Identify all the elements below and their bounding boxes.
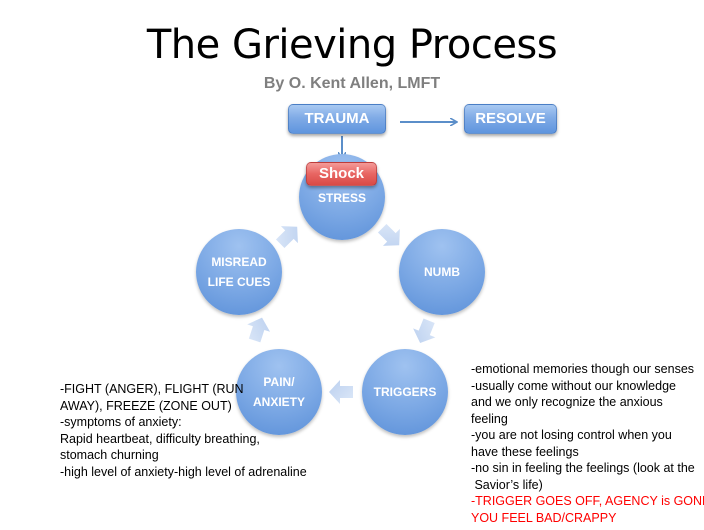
note-line: -no sin in feeling the feelings (look at… xyxy=(471,461,695,475)
misread-life-cues-node: MISREAD LIFE CUES xyxy=(196,229,282,315)
triggers-label: TRIGGERS xyxy=(373,385,437,399)
note-line: -FIGHT (ANGER), FLIGHT (RUN xyxy=(60,382,244,396)
note-line: -you are not losing control when you xyxy=(471,428,672,442)
pain-anxiety-label: PAIN/ ANXIETY xyxy=(252,375,305,409)
warning-line: YOU FEEL BAD/CRAPPY xyxy=(471,510,617,525)
trauma-node: TRAUMA xyxy=(288,104,386,134)
note-line: -usually come without our knowledge xyxy=(471,378,676,393)
pain-anxiety-notes: -FIGHT (ANGER), FLIGHT (RUN AWAY), FREEZ… xyxy=(60,381,320,480)
resolve-node: RESOLVE xyxy=(464,104,557,134)
diagram-title: The Grieving Process xyxy=(146,22,558,68)
pain-anxiety-node: PAIN/ ANXIETY xyxy=(236,349,322,435)
misread-life-cues-label: MISREAD LIFE CUES xyxy=(207,255,271,289)
shock-badge: Shock xyxy=(306,162,377,186)
note-line: stomach churning xyxy=(60,448,159,462)
note-line: Rapid heartbeat, difficulty breathing, xyxy=(60,431,260,446)
cycle-arrow-stress-to-numb xyxy=(377,223,400,246)
triggers-node: TRIGGERS xyxy=(362,349,448,435)
triggers-notes: -emotional memories though our senses -u… xyxy=(471,361,704,526)
cycle-arrow-numb-to-triggers xyxy=(413,318,436,344)
note-line: -high level of anxiety-high level of adr… xyxy=(60,464,307,479)
cycle-arrow-misread-to-stress xyxy=(275,226,298,249)
note-line: feeling xyxy=(471,411,508,426)
note-line: -emotional memories though our senses xyxy=(471,362,695,376)
warning-line: -TRIGGER GOES OFF, AGENCY is GONE-> xyxy=(471,494,704,508)
diagram-subtitle: By O. Kent Allen, LMFT xyxy=(263,75,441,92)
cycle-arrow-pain-to-misread xyxy=(247,317,271,343)
stress-label: STRESS xyxy=(317,191,366,205)
note-line: Savior’s life) xyxy=(471,477,543,492)
note-line: AWAY), FREEZE (ZONE OUT) xyxy=(60,398,232,413)
cycle-arrow-triggers-to-pain xyxy=(329,380,353,404)
numb-node: NUMB xyxy=(399,229,485,315)
note-line: and we only recognize the anxious xyxy=(471,395,663,409)
note-line: have these feelings xyxy=(471,444,579,459)
note-line: -symptoms of anxiety: xyxy=(60,415,182,429)
numb-label: NUMB xyxy=(424,265,460,279)
